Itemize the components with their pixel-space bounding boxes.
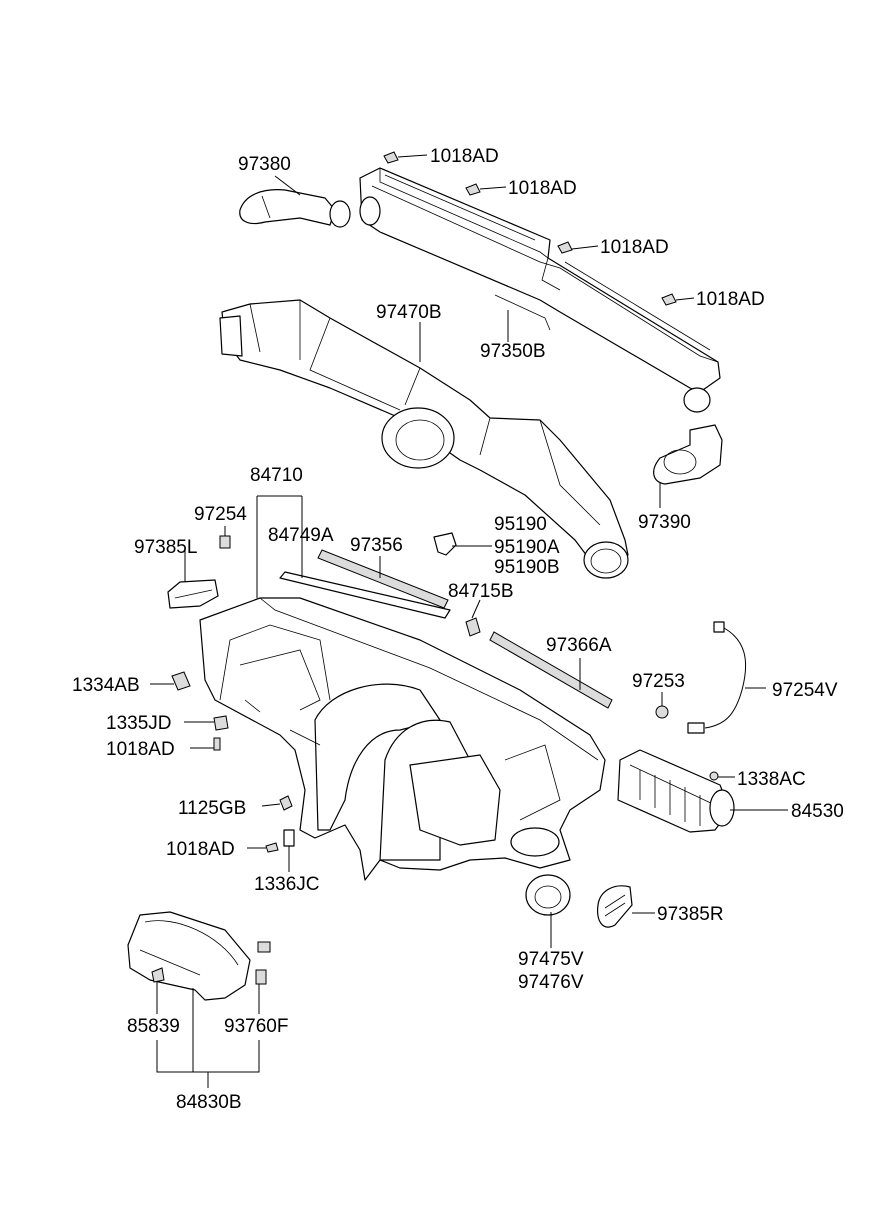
label-1018ad-e: 1018AD (106, 739, 175, 760)
label-1334ab: 1334AB (72, 675, 140, 696)
label-93760f: 93760F (224, 1016, 288, 1037)
label-97380: 97380 (238, 154, 291, 175)
wire-harness (687, 621, 747, 734)
label-97350b: 97350B (480, 341, 546, 362)
label-1018ad-b: 1018AD (508, 178, 577, 199)
side-duct-left (239, 189, 351, 228)
label-1338ac: 1338AC (737, 769, 806, 790)
part-labels: 97380 1018AD 1018AD 1018AD 1018AD 97470B… (72, 146, 844, 1113)
label-97356: 97356 (350, 535, 403, 556)
vent-left (167, 579, 219, 609)
crash-pad (199, 597, 606, 881)
center-vent (525, 874, 571, 916)
label-85839: 85839 (127, 1016, 180, 1037)
label-97254v: 97254V (772, 680, 838, 701)
label-84710: 84710 (250, 465, 303, 486)
center-duct (219, 299, 629, 579)
label-97470b: 97470B (376, 302, 442, 323)
label-97254: 97254 (194, 504, 247, 525)
airbag-module (617, 749, 735, 833)
label-97475v: 97475V (518, 949, 584, 970)
label-97385l: 97385L (134, 537, 197, 558)
label-84749a: 84749A (268, 525, 334, 546)
fasteners (151, 151, 719, 985)
side-duct-right (653, 424, 723, 485)
label-1018ad-f: 1018AD (166, 839, 235, 860)
trim-strips (279, 549, 613, 709)
label-97476v: 97476V (518, 972, 584, 993)
label-84530: 84530 (791, 801, 844, 822)
vent-right (597, 885, 633, 928)
label-1018ad-c: 1018AD (600, 237, 669, 258)
label-95190: 95190 (494, 514, 547, 535)
label-95190b: 95190B (494, 557, 560, 578)
label-1018ad-a: 1018AD (430, 146, 499, 167)
cluster-fascia (127, 911, 251, 1001)
label-95190a: 95190A (494, 537, 560, 558)
label-1336jc: 1336JC (254, 874, 320, 895)
label-97366a: 97366A (546, 635, 612, 656)
label-1018ad-d: 1018AD (696, 289, 765, 310)
label-1125gb: 1125GB (178, 798, 246, 819)
leader-lines (150, 154, 788, 1088)
label-97385r: 97385R (657, 904, 724, 925)
defroster-duct (359, 167, 721, 413)
label-97390: 97390 (638, 512, 691, 533)
label-84830b: 84830B (176, 1092, 242, 1113)
label-97253: 97253 (632, 671, 685, 692)
label-84715b: 84715B (448, 581, 514, 602)
label-1335jd: 1335JD (106, 713, 172, 734)
